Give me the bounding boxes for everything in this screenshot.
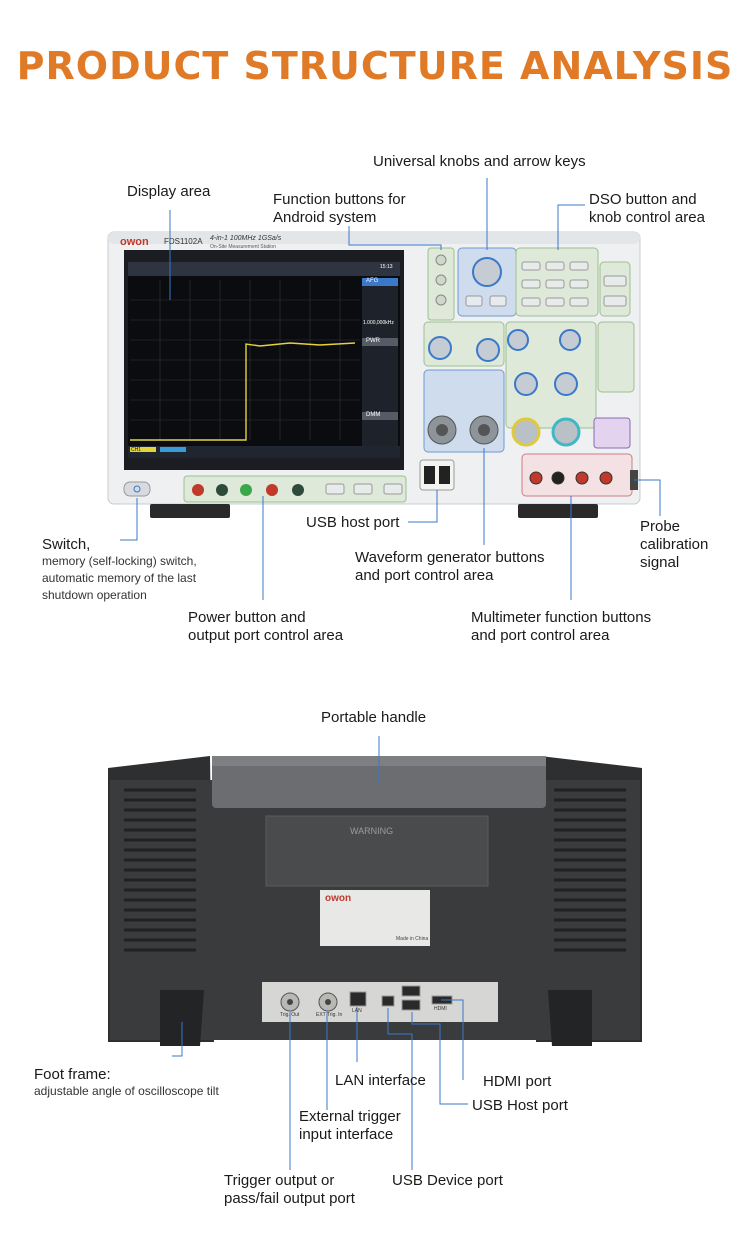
label-universal-knobs: Universal knobs and arrow keys <box>373 153 586 170</box>
label-trigger-out: Trigger output or pass/fail output port <box>224 1172 355 1207</box>
model-desc: 4-in-1 100MHz 1GSa/s <box>210 235 282 242</box>
back-brand-logo: owon <box>325 893 352 904</box>
label-usb-host-front: USB host port <box>306 514 400 531</box>
label-switch-sub: memory (self-locking) switch, automatic … <box>42 554 197 602</box>
port-label-trig-out: Trig. Out <box>280 1012 300 1018</box>
model-subdesc: On-Site Measurement Station <box>210 244 276 250</box>
label-usb-device: USB Device port <box>392 1172 503 1189</box>
label-foot-frame-title: Foot frame: <box>34 1066 111 1083</box>
screen-afg-tab: AFG <box>366 278 379 284</box>
label-power-button: Power button and output port control are… <box>188 609 344 644</box>
label-portable-handle: Portable handle <box>321 709 427 726</box>
port-label-lan: LAN <box>352 1008 362 1014</box>
model-name: FDS1102A <box>164 237 203 246</box>
label-display-area: Display area <box>127 183 211 200</box>
label-foot-frame-sub: adjustable angle of oscilloscope tilt <box>34 1084 219 1098</box>
screen-dmm-tab: DMM <box>366 412 381 418</box>
label-dso-button: DSO button and knob control area <box>589 191 705 226</box>
label-function-buttons: Function buttons for Android system <box>273 191 406 226</box>
made-in-label: Made in China <box>396 936 429 942</box>
label-probe-cal: Probe calibration signal <box>640 518 709 571</box>
page-title: PRODUCT STRUCTURE ANALYSIS <box>16 44 734 88</box>
screen-ch1: CH1 <box>131 447 142 453</box>
port-label-hdmi: HDMI <box>434 1006 447 1012</box>
label-switch-title: Switch, <box>42 536 91 553</box>
screen-pwr-tab: PWR <box>366 338 380 344</box>
screen-freq: 1.000,000kHz <box>363 320 394 326</box>
screen-time: 15:13 <box>380 264 393 270</box>
label-waveform-gen: Waveform generator buttons and port cont… <box>355 549 545 584</box>
label-multimeter: Multimeter function buttons and port con… <box>471 609 652 644</box>
label-ext-trigger: External trigger input interface <box>299 1108 401 1143</box>
label-lan: LAN interface <box>335 1072 426 1089</box>
brand-logo: owon <box>120 236 149 248</box>
label-usb-host-back: USB Host port <box>472 1097 568 1114</box>
warning-text: WARNING <box>350 826 394 836</box>
label-hdmi: HDMI port <box>483 1073 552 1090</box>
port-label-ext-trig: EXT Trig. In <box>316 1012 343 1018</box>
